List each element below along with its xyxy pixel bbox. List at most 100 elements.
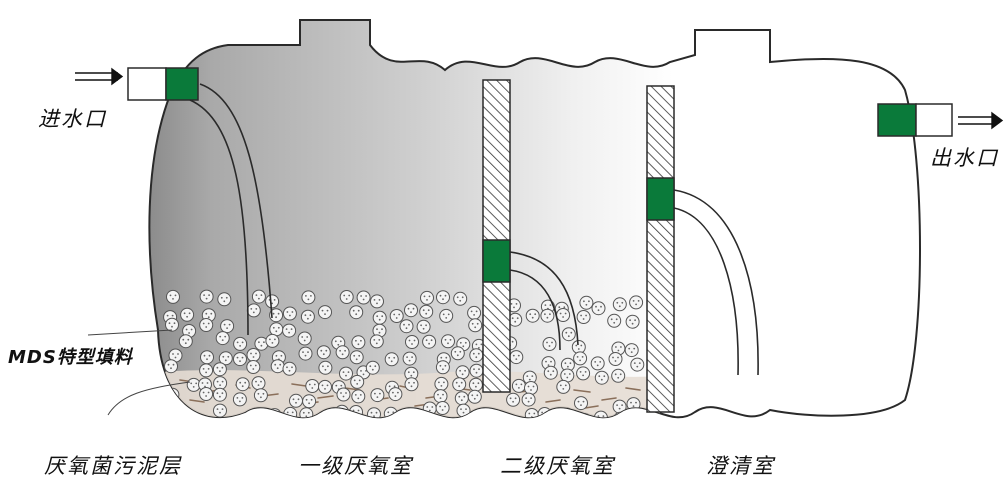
filler-ball-dot	[307, 411, 310, 414]
filler-ball-dot	[224, 359, 227, 362]
filler-ball-dot	[583, 300, 585, 303]
filler-ball-dot	[327, 365, 329, 368]
filler-ball-dot	[326, 384, 329, 387]
filler-ball-dot	[582, 400, 585, 403]
filler-ball-dot	[597, 309, 600, 312]
filler-ball-dot	[408, 381, 410, 384]
filler-ball-dot	[475, 371, 478, 374]
filler-ball	[351, 389, 366, 404]
filler-ball-dot	[306, 336, 309, 338]
filler-ball-dot	[600, 378, 603, 381]
filler-ball	[212, 362, 227, 377]
filler-ball-dot	[335, 384, 338, 387]
filler-ball-dot	[408, 359, 411, 362]
filler-ball	[468, 377, 483, 392]
filler-ball-dot	[428, 409, 431, 412]
filler-ball-dot	[575, 344, 578, 347]
filler-ball-dot	[183, 312, 186, 315]
filler-ball-dot	[577, 400, 580, 403]
filler-ball-dot	[252, 356, 255, 358]
filler-ball-dot	[549, 313, 551, 316]
filler-ball	[199, 363, 214, 378]
filler-ball-dot	[447, 313, 450, 316]
filler-ball-dot	[431, 406, 434, 408]
filler-ball-dot	[405, 327, 408, 330]
filler-ball-dot	[324, 368, 327, 371]
filler-ball-dot	[354, 394, 357, 396]
filler-ball-dot	[252, 311, 255, 314]
filler-ball-dot	[277, 312, 280, 315]
filler-ball-dot	[615, 318, 618, 321]
filler-ball-dot	[455, 381, 458, 384]
filler-ball-dot	[356, 383, 359, 385]
filler-ball-dot	[547, 364, 550, 366]
filler-ball-dot	[378, 299, 381, 301]
filler-ball-dot	[475, 356, 478, 359]
filler-ball	[166, 289, 180, 304]
filler-ball-dot	[174, 294, 177, 297]
filler-ball-dot	[260, 294, 263, 296]
filler-ball-dot	[476, 322, 479, 325]
filler-ball-dot	[422, 327, 425, 330]
filler-ball	[524, 408, 539, 418]
filler-ball-dot	[533, 412, 536, 415]
filler-ball-dot	[602, 415, 605, 417]
filler-ball-dot	[343, 409, 346, 412]
filler-ball-dot	[568, 373, 571, 375]
filler-ball-dot	[600, 305, 602, 308]
filler-ball	[251, 376, 266, 391]
filler-ball-dot	[595, 305, 597, 308]
filler-ball	[422, 334, 437, 349]
filler-ball	[365, 360, 380, 375]
filler-ball-dot	[597, 415, 600, 417]
filler-ball	[511, 378, 526, 393]
filler-ball-dot	[520, 383, 523, 386]
filler-ball-dot	[410, 374, 413, 377]
filler-ball-dot	[512, 400, 514, 403]
filler-ball	[468, 318, 483, 333]
filler-ball-dot	[552, 370, 555, 373]
filler-ball-dot	[440, 356, 443, 359]
filler-ball-dot	[393, 356, 396, 359]
filler-ball-dot	[617, 349, 620, 352]
filler-ball-dot	[610, 318, 613, 321]
filler-ball-dot	[244, 381, 247, 384]
filler-ball-dot	[478, 347, 480, 349]
filler-ball-dot	[394, 395, 397, 397]
filler-ball-dot	[338, 409, 341, 412]
filler-ball-dot	[600, 419, 602, 421]
filler-ball-dot	[549, 304, 552, 306]
filler-ball-dot	[563, 306, 566, 309]
filler-ball	[246, 348, 261, 362]
filler-ball-dot	[584, 421, 586, 423]
filler-ball-dot	[307, 317, 309, 320]
filler-ball-dot	[241, 341, 244, 344]
filler-ball	[402, 351, 417, 366]
filler-ball-dot	[439, 364, 442, 367]
filler-ball-dot	[603, 375, 606, 378]
filler-ball-dot	[297, 398, 300, 401]
filler-ball-dot	[355, 313, 358, 316]
filler-ball-dot	[376, 396, 379, 398]
filler-ball-dot	[633, 362, 636, 364]
filler-ball-dot	[344, 349, 346, 352]
filler-ball	[301, 290, 316, 305]
filler-ball-dot	[207, 316, 210, 319]
filler-ball-dot	[528, 378, 531, 381]
filler-ball-dot	[171, 395, 174, 398]
filler-ball-dot	[444, 294, 447, 297]
filler-ball	[543, 365, 558, 380]
filler-ball-dot	[413, 339, 416, 342]
filler-ball-dot	[563, 412, 566, 414]
filler-ball-dot	[514, 397, 517, 400]
partition-wall-1	[482, 79, 579, 393]
filler-ball-dot	[321, 309, 324, 312]
filler-ball	[200, 350, 214, 365]
filler-ball-dot	[621, 301, 624, 304]
filler-ball	[372, 310, 387, 325]
filler-ball-dot	[443, 381, 445, 384]
filler-ball-dot	[511, 340, 514, 343]
filler-ball	[612, 297, 627, 312]
filler-ball-dot	[509, 397, 512, 400]
